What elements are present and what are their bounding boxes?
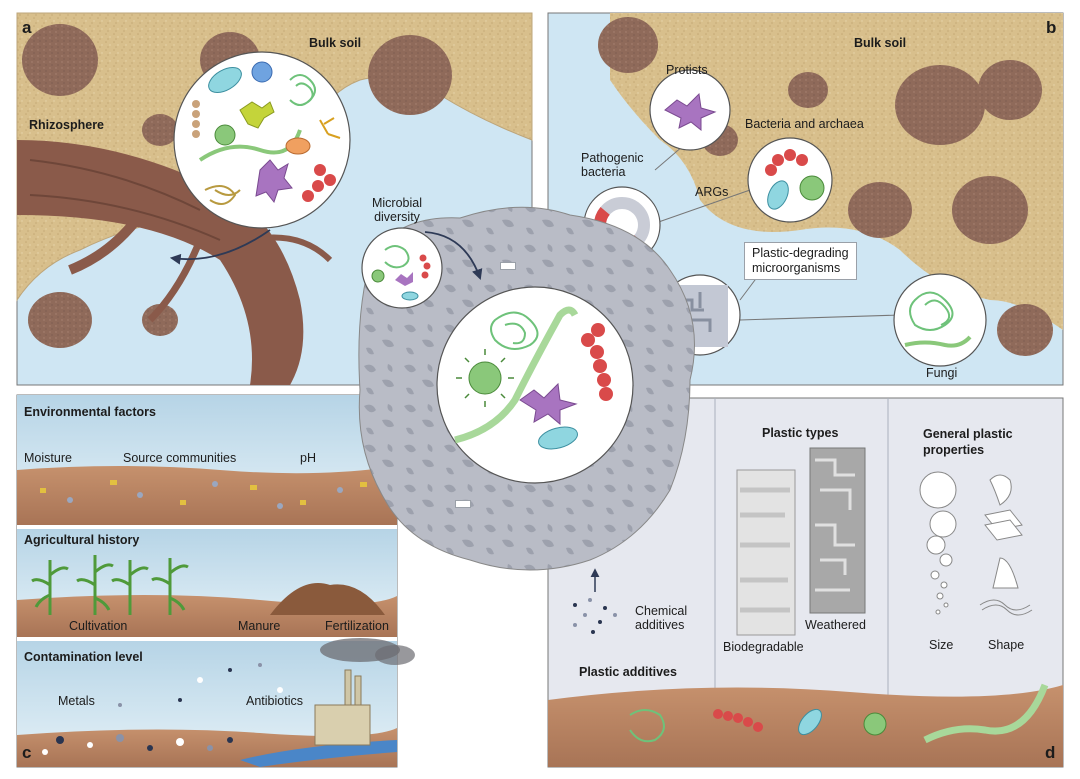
- microbial-diversity-label: Microbial diversity: [371, 196, 422, 224]
- size-icons: [919, 471, 957, 615]
- protist-icon: [664, 92, 717, 132]
- bacteria-icon: [765, 149, 825, 210]
- contamination-level-title: Contamination level: [24, 650, 143, 664]
- source-communities-label: Source communities: [123, 451, 237, 465]
- panel-d-letter: d: [1045, 743, 1056, 762]
- contaminant-particles-icon: [42, 663, 283, 755]
- general-properties-title: General plastic properties: [923, 427, 1013, 457]
- weathered-plastic-sheet-icon: [809, 447, 866, 614]
- panel-c: [16, 394, 415, 768]
- weathered-label: Weathered: [805, 618, 866, 632]
- bulk-soil-label-b: Bulk soil: [854, 36, 907, 50]
- corn-plants-icon: [31, 555, 189, 615]
- env-factors-title: Environmental factors: [24, 405, 156, 419]
- arrow-icon: [424, 231, 483, 281]
- chemical-additives-label: Chemical additives: [635, 604, 688, 632]
- plastic-degrading-label: Plastic-degrading microorganisms: [744, 242, 857, 280]
- agricultural-history-title: Agricultural history: [24, 533, 140, 547]
- antibiotics-label: Antibiotics: [246, 694, 303, 708]
- panel-d: [547, 397, 1064, 768]
- manure-label: Manure: [238, 619, 281, 633]
- arrow-icon: [169, 229, 271, 265]
- metals-label: Metals: [58, 694, 95, 708]
- fungi-circle: [893, 273, 987, 367]
- microbes-icon: [192, 61, 341, 205]
- panel-c-letter: c: [22, 743, 32, 762]
- composition-label: [455, 500, 471, 508]
- moisture-label: Moisture: [24, 451, 72, 465]
- protists-label: Protists: [666, 63, 708, 77]
- size-label: Size: [929, 638, 954, 652]
- microbial-diversity-circle: [361, 227, 443, 309]
- ph-label: pH: [300, 451, 316, 465]
- factory-icon: [314, 638, 415, 746]
- pathogenic-bacteria-label: Pathogenic bacteria: [581, 151, 644, 179]
- plastic-types-title: Plastic types: [762, 426, 839, 440]
- panel-b-letter: b: [1046, 18, 1057, 37]
- ground-microbes-icon: [629, 683, 1049, 744]
- manure-pile-icon: [270, 583, 385, 615]
- bacteria-archaea-label: Bacteria and archaea: [745, 117, 864, 131]
- fungi-icon: [904, 291, 972, 348]
- cultivation-label: Cultivation: [69, 619, 128, 633]
- soil-plastisphere: [358, 206, 695, 571]
- rhizosphere-microbes-circle: [173, 51, 351, 229]
- chemical-additive-dots-icon: [573, 598, 617, 634]
- biodegradable-label: Biodegradable: [723, 640, 804, 654]
- plastisphere-microbes-icon: [454, 306, 613, 450]
- plastic-additives-label: Plastic additives: [579, 665, 677, 679]
- shape-icons: [979, 474, 1033, 616]
- panel-a-letter: a: [22, 18, 32, 37]
- fungi-label: Fungi: [926, 366, 958, 380]
- bulk-soil-label-a: Bulk soil: [309, 36, 362, 50]
- diversity-label: [500, 262, 516, 270]
- args-label: ARGs: [695, 185, 729, 199]
- panel-a: [16, 12, 533, 386]
- shape-label: Shape: [988, 638, 1025, 652]
- rhizosphere-label: Rhizosphere: [29, 118, 105, 132]
- fertilization-label: Fertilization: [325, 619, 389, 633]
